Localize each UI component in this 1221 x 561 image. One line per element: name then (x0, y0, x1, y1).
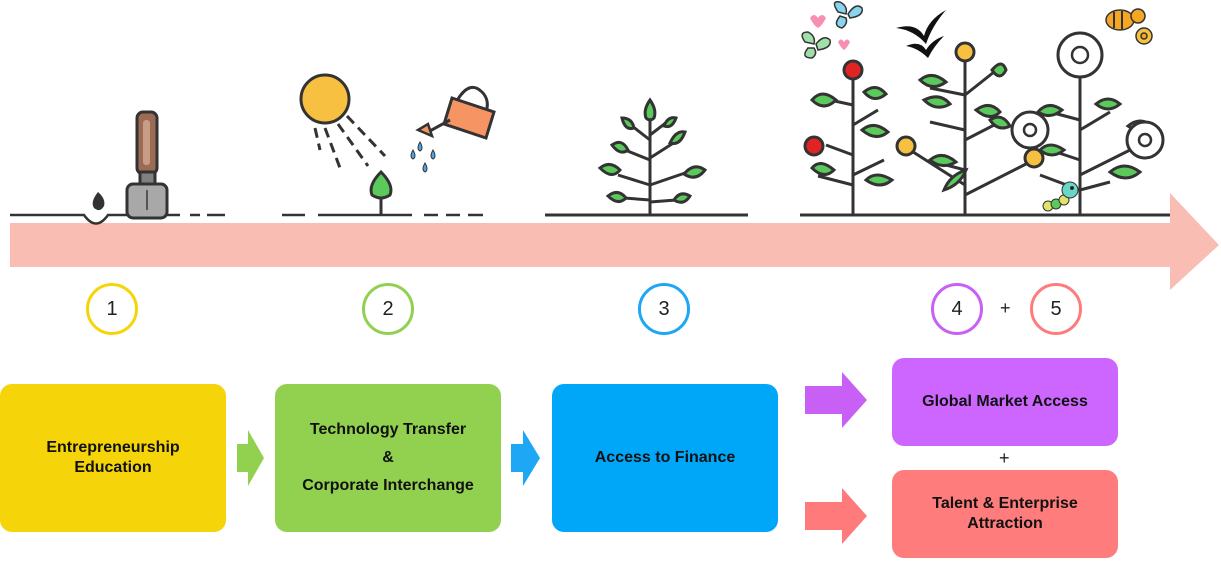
young-plant-icon (597, 97, 708, 215)
stage-number-4: 4 (931, 283, 983, 335)
box-line: Global Market Access (922, 393, 1088, 410)
global-market-access-box: Global Market Access (892, 358, 1118, 446)
arrow-to-global (805, 372, 867, 428)
sprout-icon (369, 169, 393, 215)
technology-transfer-box: Technology Transfer & Corporate Intercha… (275, 384, 501, 532)
stage-number-1: 1 (86, 283, 138, 335)
bee-icon (1105, 8, 1153, 45)
arrow-education-to-tech (237, 430, 264, 486)
box-line: Talent & Enterprise (932, 495, 1078, 512)
stage-number-3: 3 (638, 283, 690, 335)
birds-icon (896, 10, 946, 58)
timeline-arrow (10, 193, 1219, 290)
trowel-icon (125, 110, 169, 220)
seed-icon (92, 192, 105, 211)
stage-number-2: 2 (362, 283, 414, 335)
sun-icon (299, 73, 387, 169)
box-line: Technology Transfer (309, 421, 467, 438)
entrepreneurship-education-box: Entrepreneurship Education (0, 384, 226, 532)
box-line: Education (74, 459, 152, 476)
talent-enterprise-attraction-box: Talent & Enterprise Attraction (892, 470, 1118, 558)
access-to-finance-box: Access to Finance (552, 384, 778, 532)
arrow-to-talent (805, 488, 867, 544)
stage-number-5: 5 (1030, 283, 1082, 335)
flowering-plants-icon (803, 31, 1165, 215)
watering-can-icon (410, 85, 496, 173)
box-line: Attraction (967, 515, 1043, 532)
butterfly-icon (801, 0, 863, 59)
box-line: Access to Finance (594, 449, 736, 466)
box-line: Corporate Interchange (302, 477, 474, 494)
plus-sign: + (1000, 298, 1011, 318)
ground-line-stage-1 (10, 213, 225, 225)
arrow-tech-to-finance (511, 430, 540, 486)
plus-sign-between-boxes: + (999, 448, 1010, 468)
box-line: & (382, 449, 394, 466)
box-line: Entrepreneurship (46, 439, 180, 456)
caterpillar-icon (1042, 181, 1079, 212)
